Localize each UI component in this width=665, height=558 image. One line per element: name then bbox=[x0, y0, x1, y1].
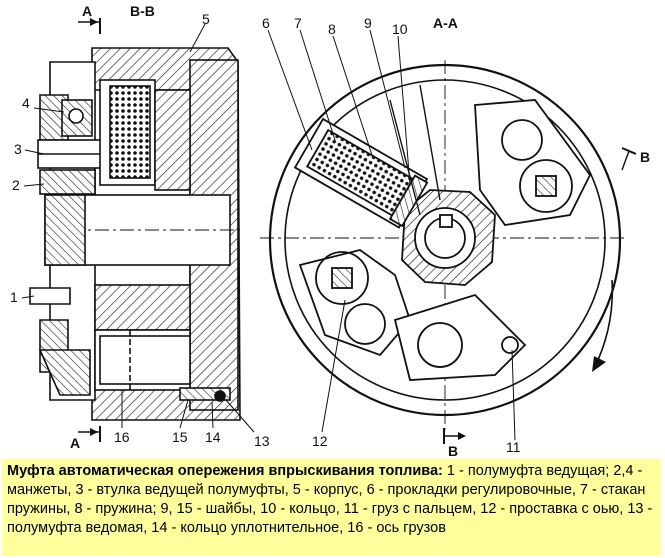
callout-1: 1 bbox=[10, 289, 18, 305]
caption-text: 1 - полумуфта ведущая; 2,4 - манжеты, 3 … bbox=[7, 463, 653, 536]
callout-12: 12 bbox=[312, 433, 328, 449]
callout-2: 2 bbox=[12, 177, 20, 193]
callout-10: 10 bbox=[392, 21, 408, 37]
section-label-bb: В-В bbox=[130, 3, 155, 19]
section-label-a-top: А bbox=[82, 3, 92, 19]
section-marks-right bbox=[443, 147, 637, 444]
callout-9: 9 bbox=[364, 15, 372, 31]
callout-7: 7 bbox=[294, 15, 302, 31]
section-label-b-bottom: В bbox=[448, 443, 458, 458]
callout-3: 3 bbox=[14, 141, 22, 157]
caption-title: Муфта автоматическая опережения впрыскив… bbox=[7, 463, 443, 479]
figure-caption: Муфта автоматическая опережения впрыскив… bbox=[2, 459, 661, 556]
section-label-a-bottom: А bbox=[70, 435, 80, 451]
section-bb-view bbox=[29, 47, 241, 421]
callout-15: 15 bbox=[172, 429, 188, 445]
section-aa-view bbox=[260, 60, 625, 430]
callout-11: 11 bbox=[506, 439, 521, 455]
leader-lines bbox=[21, 23, 516, 441]
callout-6: 6 bbox=[262, 15, 270, 31]
callout-8: 8 bbox=[328, 21, 336, 37]
callout-13: 13 bbox=[254, 433, 270, 449]
callout-14: 14 bbox=[205, 429, 221, 445]
callout-16: 16 bbox=[114, 429, 130, 445]
section-marks-left bbox=[78, 18, 101, 442]
section-label-aa: А-А bbox=[433, 15, 458, 31]
coupling-drawing: А В-В А-А В А В 1 2 3 4 5 6 7 8 9 10 11 … bbox=[10, 3, 650, 458]
section-label-b-right: В bbox=[640, 149, 650, 165]
callout-4: 4 bbox=[22, 95, 30, 111]
callout-5: 5 bbox=[202, 11, 210, 27]
